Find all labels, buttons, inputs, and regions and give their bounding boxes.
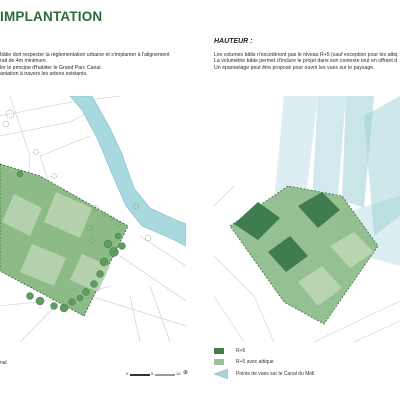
canal xyxy=(69,96,186,247)
paragraph-line: bâtie doit respecter la réglementation u… xyxy=(0,52,170,58)
planned-trees xyxy=(2,109,152,243)
scale-segment xyxy=(130,374,150,376)
legend-swatch xyxy=(214,359,224,365)
legend-label: Points de vues sur le Canal du Midi xyxy=(236,371,315,377)
legend-swatch xyxy=(214,348,224,354)
building-footprint xyxy=(20,244,66,286)
scale-bar: 0 5 10 xyxy=(126,371,182,379)
scale-segment xyxy=(155,374,175,376)
existing-trees xyxy=(16,170,126,313)
legend-label: R+5 avec attique xyxy=(236,359,274,365)
paragraph-line: ler le principe d'habiter le Grand Parc … xyxy=(0,64,102,71)
implantation-site-plan xyxy=(0,96,186,342)
hauteur-heading: HAUTEUR : xyxy=(214,38,253,45)
street-lines xyxy=(214,185,400,342)
viewpoint-cone-icon xyxy=(214,369,228,379)
scale-label: 0 xyxy=(126,371,129,376)
hauteur-paragraph: Les volumes bâtis n'excèdèront pas le ni… xyxy=(214,52,400,71)
volumes-r5-attique xyxy=(298,232,374,306)
legend: R+5 R+5 avec attique Points de vues sur … xyxy=(214,345,400,385)
volumes-r5 xyxy=(234,192,340,272)
implantation-paragraph: bâtie doit respecter la réglementation u… xyxy=(0,52,200,77)
north-arrow-icon: ⊕ xyxy=(183,370,189,376)
building-footprint xyxy=(44,192,92,238)
hauteur-volume-plan xyxy=(214,96,400,342)
legend-label: R+5 xyxy=(236,348,246,354)
paragraph-line: rait de 4m minimum. xyxy=(0,58,47,65)
scale-label: 5 xyxy=(151,371,154,376)
paragraph-line: La volumétrie bâtie permet d'inclure le … xyxy=(214,58,398,65)
building-footprint xyxy=(70,254,110,292)
paragraph-line: Les volumes bâtis n'excèdèront pas le ni… xyxy=(214,52,398,58)
legend-fragment: nal xyxy=(0,360,7,366)
section-title: IMPLANTATION xyxy=(0,9,103,24)
paragraph-line: antation à travers les arbres existants. xyxy=(0,70,88,77)
building-footprint xyxy=(2,194,42,236)
scale-label: 10 xyxy=(176,371,181,376)
paragraph-line: Un épannelage peut être proposé pour ouv… xyxy=(214,64,375,71)
